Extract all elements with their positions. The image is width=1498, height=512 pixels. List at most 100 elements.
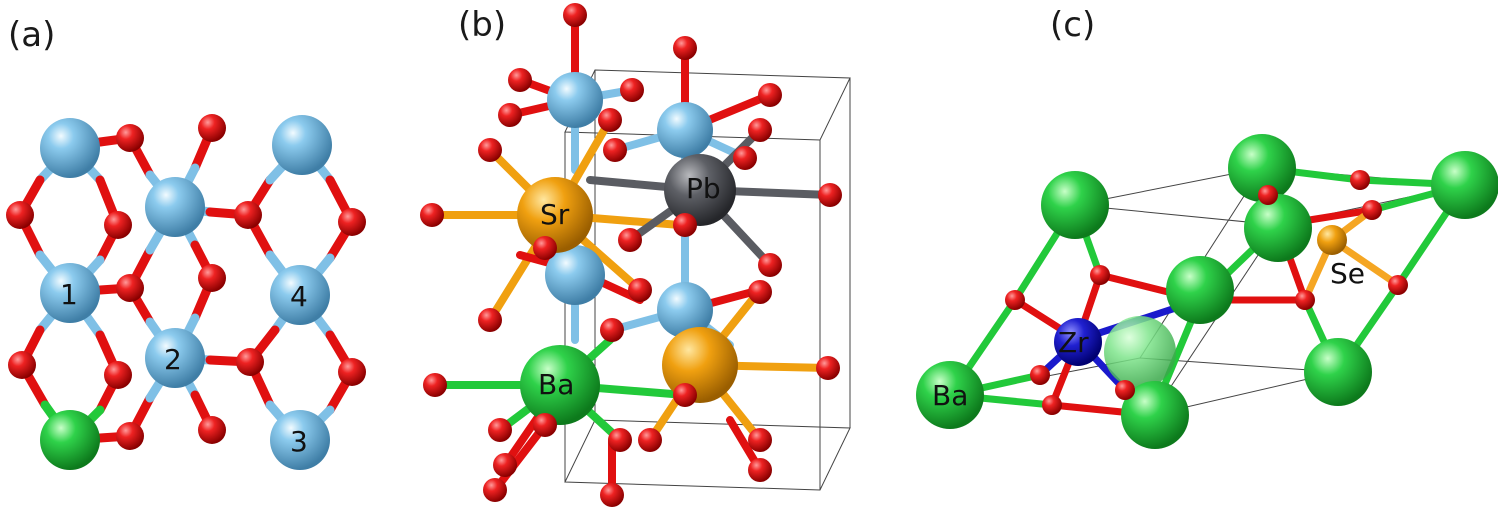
oxygen-atom — [620, 78, 644, 102]
cation-atom-site-3 — [270, 410, 330, 470]
element-label-ba-c: Ba — [932, 379, 968, 412]
oxygen-atom — [420, 203, 444, 227]
oxygen-atom — [748, 458, 772, 482]
barium-atom — [1431, 151, 1498, 219]
strontium-atom — [517, 177, 593, 253]
oxygen-atom — [478, 308, 502, 332]
barium-atom — [1304, 338, 1372, 406]
cation-atom-site-1 — [40, 263, 100, 323]
cation-atom — [657, 102, 713, 158]
oxygen-atom — [1115, 380, 1135, 400]
barium-atom — [40, 410, 100, 470]
zirconium-atom — [1054, 318, 1102, 366]
oxygen-atom — [533, 236, 557, 260]
element-label-pb: Pb — [686, 172, 721, 205]
oxygen-atom — [116, 124, 144, 152]
oxygen-atom — [483, 478, 507, 502]
oxygen-atom — [116, 422, 144, 450]
oxygen-atom — [600, 318, 624, 342]
cation-atom — [545, 245, 605, 305]
oxygen-atom — [104, 211, 132, 239]
panel-label-a: (a) — [8, 15, 55, 55]
oxygen-atom — [1362, 200, 1382, 220]
barium-atom — [1244, 194, 1312, 262]
oxygen-atom — [598, 108, 622, 132]
oxygen-atom — [198, 264, 226, 292]
barium-atom-labeled — [916, 361, 984, 429]
oxygen-atom — [1350, 170, 1370, 190]
oxygen-atom — [733, 146, 757, 170]
oxygen-atom — [1042, 395, 1062, 415]
oxygen-atom — [533, 413, 557, 437]
oxygen-atom — [498, 103, 522, 127]
oxygen-atom — [673, 213, 697, 237]
oxygen-atom — [338, 208, 366, 236]
selenium-atom — [1317, 225, 1347, 255]
lead-atom — [664, 154, 736, 226]
oxygen-atom — [338, 358, 366, 386]
site-number-1: 1 — [60, 278, 78, 311]
oxygen-atom — [1090, 265, 1110, 285]
oxygen-atom — [104, 361, 132, 389]
barium-atom — [520, 345, 600, 425]
oxygen-atom — [563, 3, 587, 27]
strontium-atom — [662, 327, 738, 403]
oxygen-atom — [116, 274, 144, 302]
element-label-se: Se — [1330, 257, 1365, 290]
site-number-2: 2 — [164, 343, 182, 376]
oxygen-atom — [1005, 290, 1025, 310]
oxygen-atom — [508, 68, 532, 92]
oxygen-atom — [1258, 185, 1278, 205]
site-number-3: 3 — [290, 425, 308, 458]
element-label-sr: Sr — [540, 198, 570, 231]
panel-c-atoms — [916, 134, 1498, 449]
barium-atom — [1228, 134, 1296, 202]
oxygen-atom — [600, 483, 624, 507]
panel-a: (a) — [6, 15, 366, 470]
oxygen-atom — [748, 280, 772, 304]
panel-c: (c) — [916, 5, 1498, 449]
cation-atom — [272, 115, 332, 175]
oxygen-atom — [236, 348, 264, 376]
element-label-zr: Zr — [1058, 326, 1089, 359]
barium-atom — [1041, 171, 1109, 239]
panel-label-c: (c) — [1050, 5, 1095, 45]
oxygen-atom — [1388, 275, 1408, 295]
panel-a-atoms — [6, 114, 366, 470]
oxygen-atom — [423, 373, 447, 397]
oxygen-atom — [603, 138, 627, 162]
oxygen-atom — [198, 416, 226, 444]
site-number-4: 4 — [290, 280, 308, 313]
element-label-ba: Ba — [538, 368, 574, 401]
oxygen-atom — [8, 351, 36, 379]
cation-atom — [145, 177, 205, 237]
panel-b-atoms — [420, 3, 842, 507]
oxygen-atom — [758, 253, 782, 277]
cation-atom — [657, 282, 713, 338]
oxygen-atom — [1295, 290, 1315, 310]
oxygen-atom — [638, 428, 662, 452]
cation-atom — [547, 72, 603, 128]
barium-atom — [1121, 381, 1189, 449]
oxygen-atom — [234, 201, 262, 229]
oxygen-atom — [758, 83, 782, 107]
barium-atom — [1104, 316, 1176, 388]
oxygen-atom — [673, 383, 697, 407]
oxygen-atom — [816, 356, 840, 380]
oxygen-atom — [198, 114, 226, 142]
cation-atom — [40, 118, 100, 178]
oxygen-atom — [493, 453, 517, 477]
oxygen-atom — [478, 138, 502, 162]
oxygen-atom — [6, 201, 34, 229]
cation-atom-site-4 — [270, 265, 330, 325]
oxygen-atom — [748, 428, 772, 452]
oxygen-atom — [1030, 365, 1050, 385]
oxygen-atom — [628, 278, 652, 302]
panel-b: (b) — [420, 3, 851, 507]
oxygen-atom — [818, 183, 842, 207]
panel-label-b: (b) — [458, 5, 506, 45]
oxygen-atom — [618, 228, 642, 252]
oxygen-atom — [608, 428, 632, 452]
oxygen-atom — [488, 418, 512, 442]
